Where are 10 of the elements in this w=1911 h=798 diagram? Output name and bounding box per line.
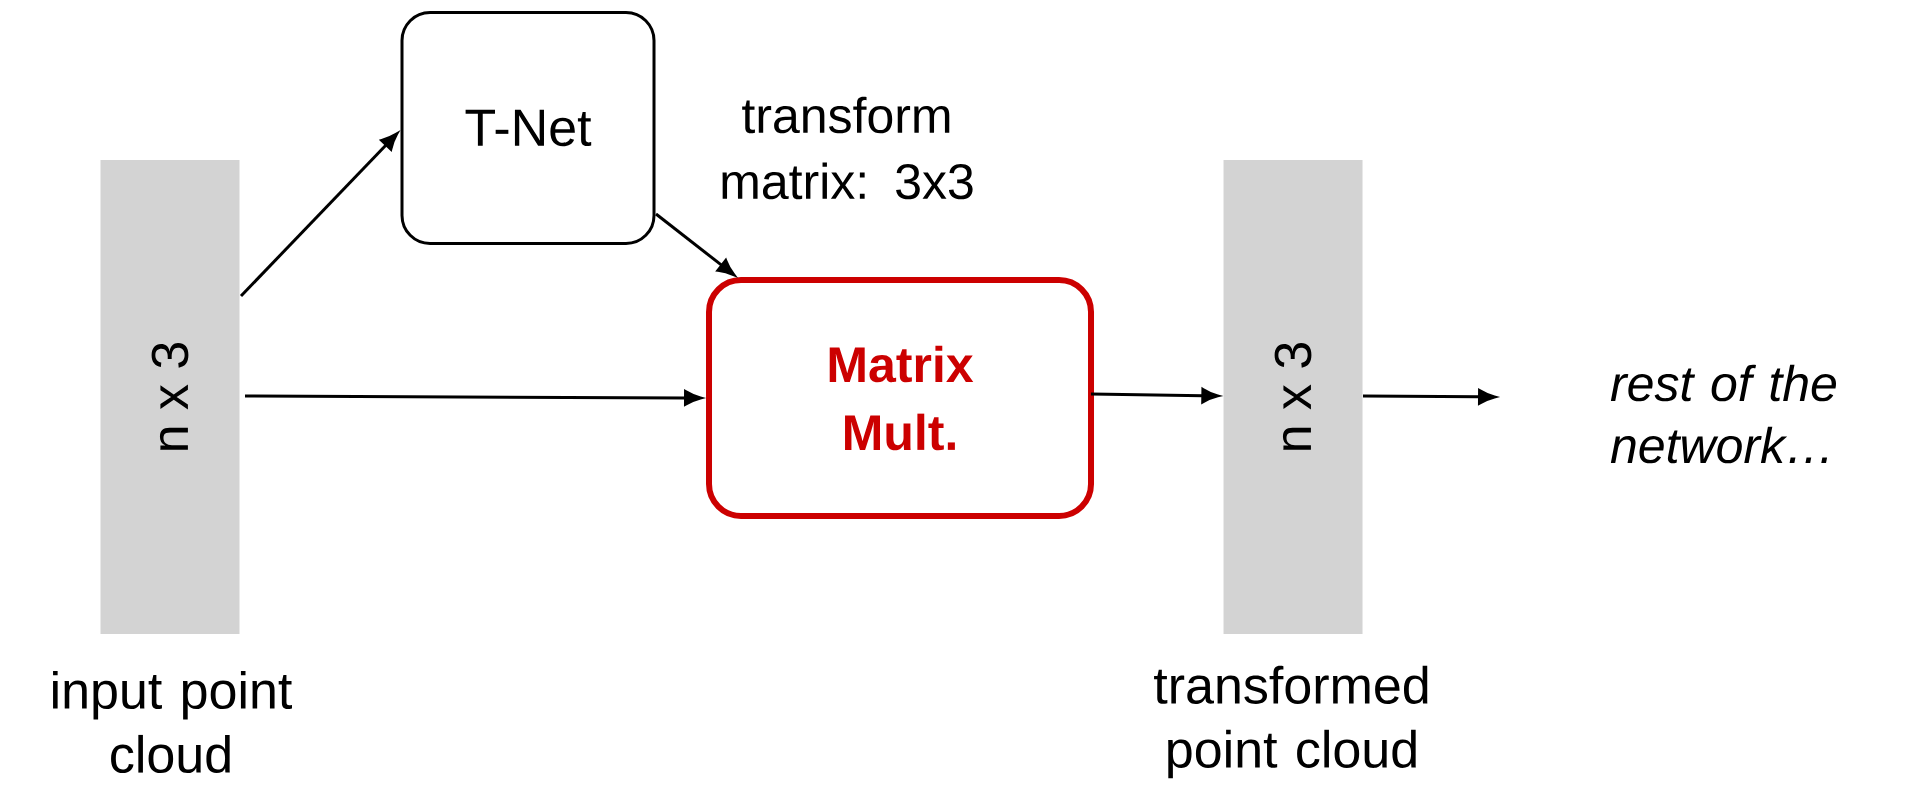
arrow xyxy=(239,132,399,298)
operation-box: Matrix Mult. xyxy=(706,277,1094,519)
edge-label: transform matrix: 3x3 xyxy=(722,96,973,200)
caption-text: input point cloud xyxy=(53,670,292,774)
text-label: rest of the network… xyxy=(1610,364,1837,464)
process-box: T-Net xyxy=(400,11,656,245)
caption-text: transformed point cloud xyxy=(1154,665,1428,779)
layer-bar: n x 3 xyxy=(1223,160,1363,634)
layer-bar: n x 3 xyxy=(100,160,240,634)
arrow xyxy=(1091,387,1220,404)
